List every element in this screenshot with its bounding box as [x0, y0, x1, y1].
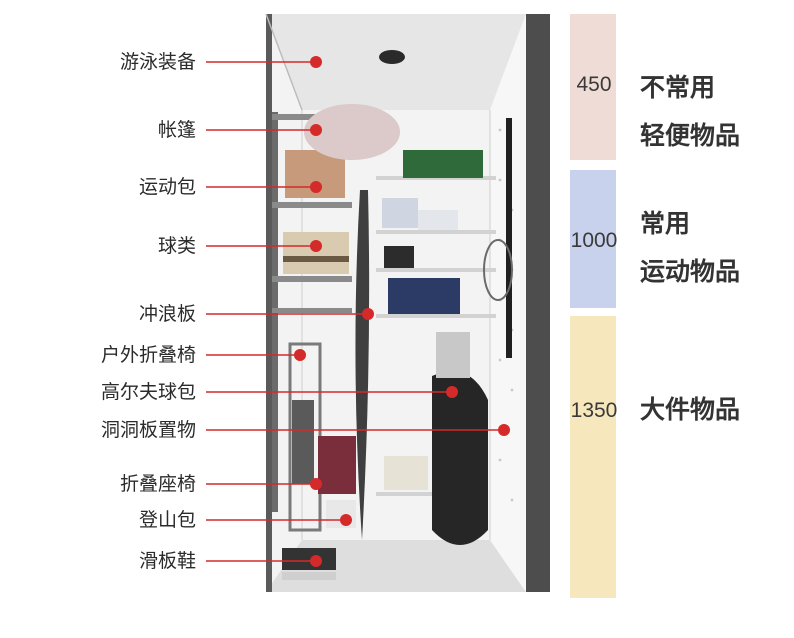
surfboard-shape [355, 190, 370, 540]
skates-shape [282, 548, 336, 570]
center-shelving [376, 150, 496, 496]
leader-dot [294, 349, 306, 361]
leader-dot [362, 308, 374, 320]
item-label: 冲浪板 [138, 303, 196, 325]
item-label: 球类 [157, 235, 196, 257]
closet-right-frame [526, 14, 550, 592]
item-label: 高尔夫球包 [100, 381, 196, 403]
zone-bar-large [570, 316, 616, 598]
cooler-bag-shape [388, 278, 460, 314]
leader-dot [310, 181, 322, 193]
item-label: 洞洞板置物 [100, 419, 196, 441]
zone-value-infrequent: 450 [576, 73, 612, 96]
item-label: 游泳装备 [119, 51, 196, 73]
balls-box-shape [283, 232, 349, 274]
zone-subtitle-frequent: 运动物品 [640, 257, 741, 286]
leader-dot [310, 478, 322, 490]
zone-bar-infrequent [570, 14, 616, 160]
leader-dot [498, 424, 510, 436]
bat-shape [506, 118, 512, 358]
leader-dot [310, 56, 322, 68]
item-label: 户外折叠椅 [100, 344, 196, 366]
zone-title-large: 大件物品 [640, 395, 741, 424]
ceiling-light [379, 50, 405, 64]
leader-dot [310, 240, 322, 252]
zone-title-infrequent: 不常用 [640, 73, 716, 102]
duffel-bag-shape [403, 150, 483, 178]
item-label: 运动包 [138, 176, 196, 198]
item-label: 折叠座椅 [119, 473, 196, 495]
zone-value-large: 1350 [570, 399, 618, 422]
zone-bar-frequent [570, 170, 616, 308]
leader-dot [340, 514, 352, 526]
zone-title-frequent: 常用 [640, 209, 691, 238]
closet-left-frame [266, 14, 272, 592]
backpack-shape [318, 436, 356, 494]
leader-dot [310, 124, 322, 136]
leader-lines [206, 56, 510, 567]
leader-dot [446, 386, 458, 398]
zone-subtitle-infrequent: 轻便物品 [640, 121, 741, 150]
item-label: 滑板鞋 [138, 550, 196, 572]
leader-dot [310, 555, 322, 567]
tent-shape [304, 104, 400, 160]
item-label: 登山包 [138, 509, 196, 531]
golf-bag-shape [432, 371, 488, 545]
item-label: 帐篷 [157, 119, 196, 141]
zone-value-frequent: 1000 [570, 229, 618, 252]
